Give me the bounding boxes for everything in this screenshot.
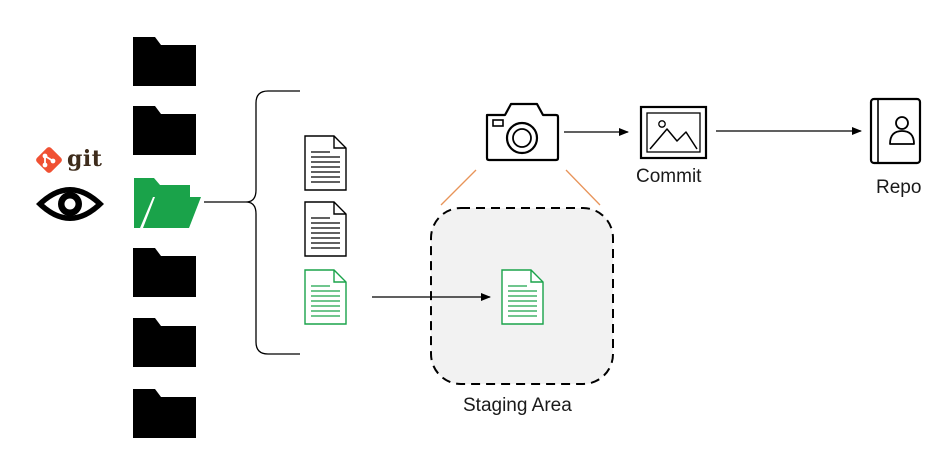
staged-document-icon[interactable] [304, 269, 347, 325]
camera-connector-right [565, 169, 601, 206]
folder-icon[interactable] [133, 37, 196, 86]
document-icon[interactable] [304, 201, 347, 257]
open-folder-icon[interactable] [134, 178, 201, 228]
curly-brace [204, 90, 300, 355]
folder-icon[interactable] [133, 106, 196, 155]
git-logo-icon [36, 147, 62, 173]
document-icon[interactable] [304, 135, 347, 191]
camera-icon[interactable] [485, 102, 560, 162]
folder-icon[interactable] [133, 389, 196, 438]
git-logo-label: git [67, 146, 103, 172]
staging-area-label: Staging Area [463, 395, 572, 416]
staged-document-icon[interactable] [501, 269, 544, 325]
folder-icon[interactable] [133, 248, 196, 297]
repo-label: Repo [876, 177, 922, 198]
commit-label: Commit [636, 166, 702, 187]
contact-book-icon[interactable] [869, 97, 922, 165]
image-icon[interactable] [639, 105, 708, 160]
camera-connector-left [440, 169, 477, 206]
folder-icon[interactable] [133, 318, 196, 367]
eye-icon [36, 187, 104, 221]
folder-column [133, 37, 201, 438]
